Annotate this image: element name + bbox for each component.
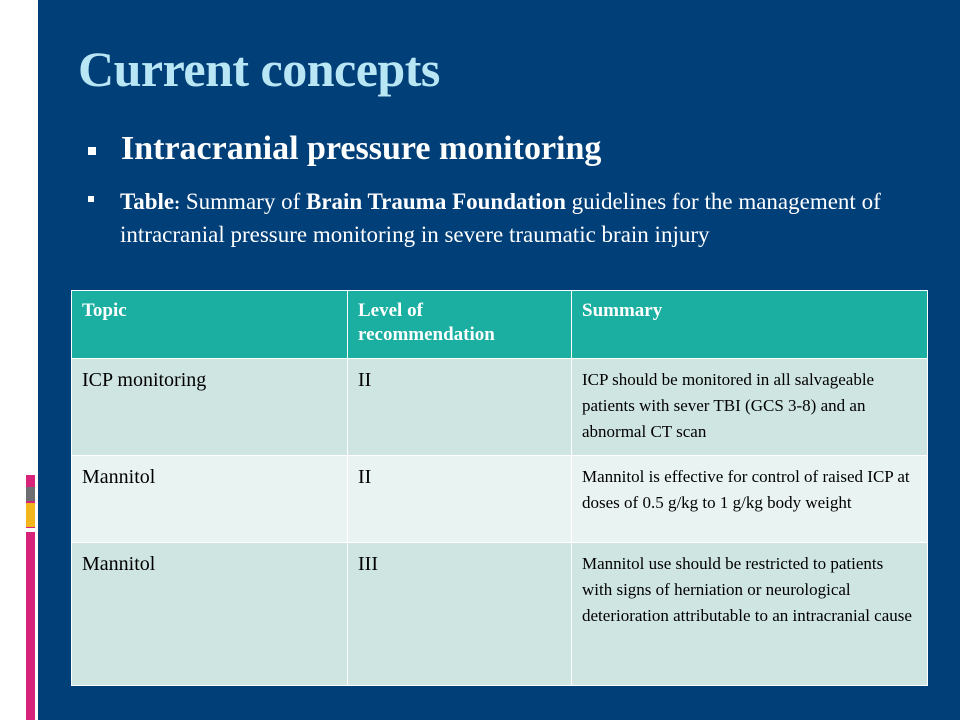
cell-topic: Mannitol (71, 542, 348, 686)
cell-level: II (347, 455, 572, 543)
caption-organization: Brain Trauma Foundation (305, 189, 566, 214)
caption-text-2: guidelines for the management of intracr… (120, 189, 881, 247)
decorative-accent-bar-gray (26, 487, 35, 501)
decorative-accent-bar-pink (26, 475, 35, 720)
bullet-heading: Intracranial pressure monitoring (121, 130, 602, 167)
guidelines-table: Topic Level of recommendation Summary IC… (71, 290, 928, 686)
cell-summary: Mannitol use should be restricted to pat… (571, 542, 928, 686)
bullet-square-icon (88, 147, 96, 155)
table-row: Mannitol III Mannitol use should be rest… (71, 542, 928, 686)
decorative-bar (23, 12, 26, 86)
bullet-square-icon (88, 196, 94, 202)
decorative-accent-gap (26, 528, 35, 532)
table-caption: Table: Summary of Brain Trauma Foundatio… (120, 186, 920, 250)
cell-topic: ICP monitoring (71, 358, 348, 456)
decorative-accent-bar-yellow (26, 503, 35, 527)
decorative-bar (28, 12, 31, 86)
table-row: Mannitol II Mannitol is effective for co… (71, 455, 928, 543)
cell-topic: Mannitol (71, 455, 348, 543)
table-label: Table (120, 189, 175, 214)
slide-title: Current concepts (78, 41, 440, 97)
column-header-level: Level of recommendation (347, 290, 572, 359)
table-header-row: Topic Level of recommendation Summary (71, 290, 928, 359)
decorative-bar (18, 12, 21, 86)
column-header-topic: Topic (71, 290, 348, 359)
cell-summary: ICP should be monitored in all salvageab… (571, 358, 928, 456)
decorative-bar (33, 12, 36, 86)
table-row: ICP monitoring II ICP should be monitore… (71, 358, 928, 456)
cell-summary: Mannitol is effective for control of rai… (571, 455, 928, 543)
column-header-summary: Summary (571, 290, 928, 359)
table-label-colon: : (174, 193, 181, 213)
caption-text-1: Summary of (180, 189, 306, 214)
cell-level: III (347, 542, 572, 686)
cell-level: II (347, 358, 572, 456)
